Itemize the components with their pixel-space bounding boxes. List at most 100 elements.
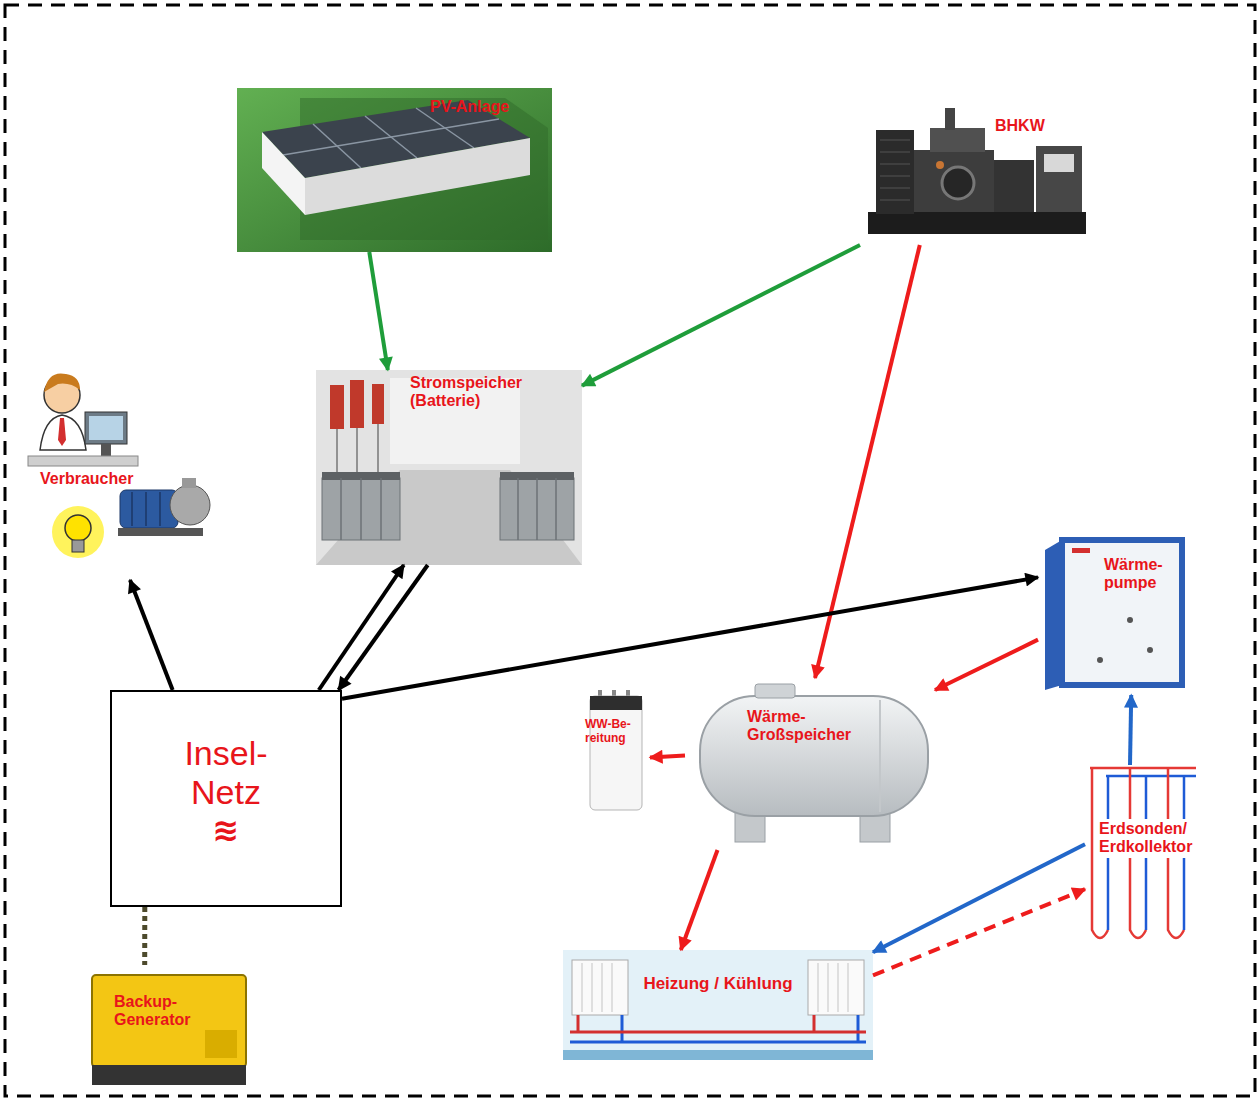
heating-picture bbox=[572, 960, 628, 1015]
generator-picture bbox=[205, 1030, 237, 1058]
flow-arrow bbox=[582, 245, 860, 386]
pv-picture bbox=[237, 88, 552, 252]
consumer-picture bbox=[44, 373, 80, 392]
flow-arrow bbox=[339, 565, 428, 690]
chp-picture bbox=[930, 128, 985, 152]
chp-picture bbox=[994, 160, 1034, 212]
node-label: Wärme- pumpe bbox=[1104, 556, 1163, 593]
heating-picture bbox=[582, 963, 583, 1012]
chp-picture bbox=[945, 108, 955, 130]
consumer-picture bbox=[145, 492, 147, 526]
heating-picture bbox=[838, 963, 839, 1012]
consumer-picture bbox=[65, 515, 91, 541]
tank-picture bbox=[700, 684, 928, 842]
hot-water-unit: WW-Be- reitung bbox=[583, 690, 650, 815]
chp-picture bbox=[880, 188, 910, 189]
heating-picture bbox=[857, 1015, 860, 1042]
flow-arrow bbox=[342, 577, 1038, 698]
consumer-picture bbox=[72, 540, 84, 552]
chp-picture bbox=[880, 140, 910, 200]
flow-arrow bbox=[319, 565, 404, 690]
heating-picture bbox=[828, 963, 829, 1012]
chp-picture bbox=[868, 108, 1086, 234]
node-label: Heizung / Kühlung bbox=[643, 974, 792, 994]
heating-picture bbox=[848, 963, 849, 1012]
hot-water-picture bbox=[590, 696, 642, 810]
chp-picture bbox=[876, 130, 914, 214]
chp-picture bbox=[868, 212, 1086, 234]
battery-picture bbox=[360, 478, 362, 540]
chp-picture bbox=[880, 140, 910, 141]
consumer-picture bbox=[85, 412, 127, 444]
heating-picture bbox=[818, 963, 819, 1012]
node-label: Stromspeicher (Batterie) bbox=[410, 374, 522, 411]
backup-generator: Backup- Generator bbox=[88, 965, 250, 1090]
flow-arrow bbox=[130, 580, 173, 690]
node-label: WW-Be- reitung bbox=[585, 718, 631, 746]
consumer-picture bbox=[28, 456, 138, 466]
heating-picture bbox=[563, 950, 873, 1060]
heat-pump-picture bbox=[1062, 540, 1182, 685]
tank-picture bbox=[755, 684, 795, 698]
pv-picture bbox=[305, 138, 530, 215]
generator-picture bbox=[92, 975, 246, 1067]
node-label: Wärme- Großspeicher bbox=[747, 708, 851, 745]
heating-picture bbox=[582, 963, 848, 1012]
node-label: Insel- Netz bbox=[184, 734, 267, 812]
node-label: Verbraucher bbox=[40, 470, 133, 488]
heating-picture bbox=[577, 1015, 580, 1032]
heat-pump-picture bbox=[1147, 647, 1153, 653]
battery-picture bbox=[377, 424, 379, 472]
flow-arrow bbox=[873, 889, 1085, 975]
consumer-picture bbox=[120, 490, 178, 528]
ground-probe-picture bbox=[1090, 767, 1196, 770]
battery-picture bbox=[336, 429, 338, 472]
node-label: Backup- Generator bbox=[114, 993, 190, 1030]
consumer-picture bbox=[132, 492, 160, 526]
heat-pump-picture bbox=[1097, 657, 1103, 663]
tank-picture bbox=[700, 696, 928, 816]
heat-pump-picture bbox=[1072, 548, 1090, 553]
battery-picture bbox=[322, 478, 400, 540]
flow-arrow bbox=[681, 850, 718, 950]
battery-picture bbox=[555, 478, 557, 540]
chp-picture bbox=[936, 161, 944, 169]
battery-picture bbox=[330, 385, 344, 429]
heating-picture bbox=[563, 950, 873, 1060]
chp-picture bbox=[1044, 154, 1074, 172]
flow-arrow bbox=[935, 640, 1038, 690]
battery-picture bbox=[372, 384, 384, 424]
system-boundary bbox=[5, 5, 1255, 1096]
chp-picture bbox=[880, 152, 910, 153]
ground-probe-picture bbox=[1090, 768, 1196, 938]
consumer-picture bbox=[118, 528, 203, 536]
ac-symbol: ≋ bbox=[213, 812, 240, 849]
battery-picture bbox=[350, 380, 364, 428]
battery-picture bbox=[517, 478, 519, 540]
chp-unit: BHKW bbox=[860, 95, 1090, 245]
battery-picture bbox=[316, 370, 582, 565]
consumer-picture bbox=[40, 415, 86, 450]
consumer-picture bbox=[159, 492, 161, 526]
consumer-picture bbox=[52, 506, 104, 558]
heating-picture bbox=[563, 1050, 873, 1060]
flow-arrow bbox=[650, 755, 685, 757]
heating-picture bbox=[612, 963, 613, 1012]
heating-cooling: Heizung / Kühlung bbox=[563, 950, 873, 1060]
node-label: Erdsonden/ Erdkollektor bbox=[1097, 819, 1194, 858]
battery-picture bbox=[316, 470, 582, 565]
flow-arrow bbox=[142, 907, 147, 965]
chp-picture bbox=[1036, 146, 1082, 212]
battery-storage: Stromspeicher (Batterie) bbox=[316, 370, 582, 565]
island-grid: Insel- Netz≋ bbox=[110, 690, 342, 907]
heat-pump: Wärme- pumpe bbox=[1038, 522, 1196, 695]
heating-picture bbox=[592, 963, 593, 1012]
pv-array: PV-Anlage bbox=[237, 88, 552, 252]
pv-picture bbox=[262, 132, 305, 215]
generator-picture bbox=[92, 1065, 246, 1085]
battery-picture bbox=[356, 428, 358, 472]
battery-picture bbox=[341, 478, 556, 540]
tank-picture bbox=[879, 700, 881, 812]
